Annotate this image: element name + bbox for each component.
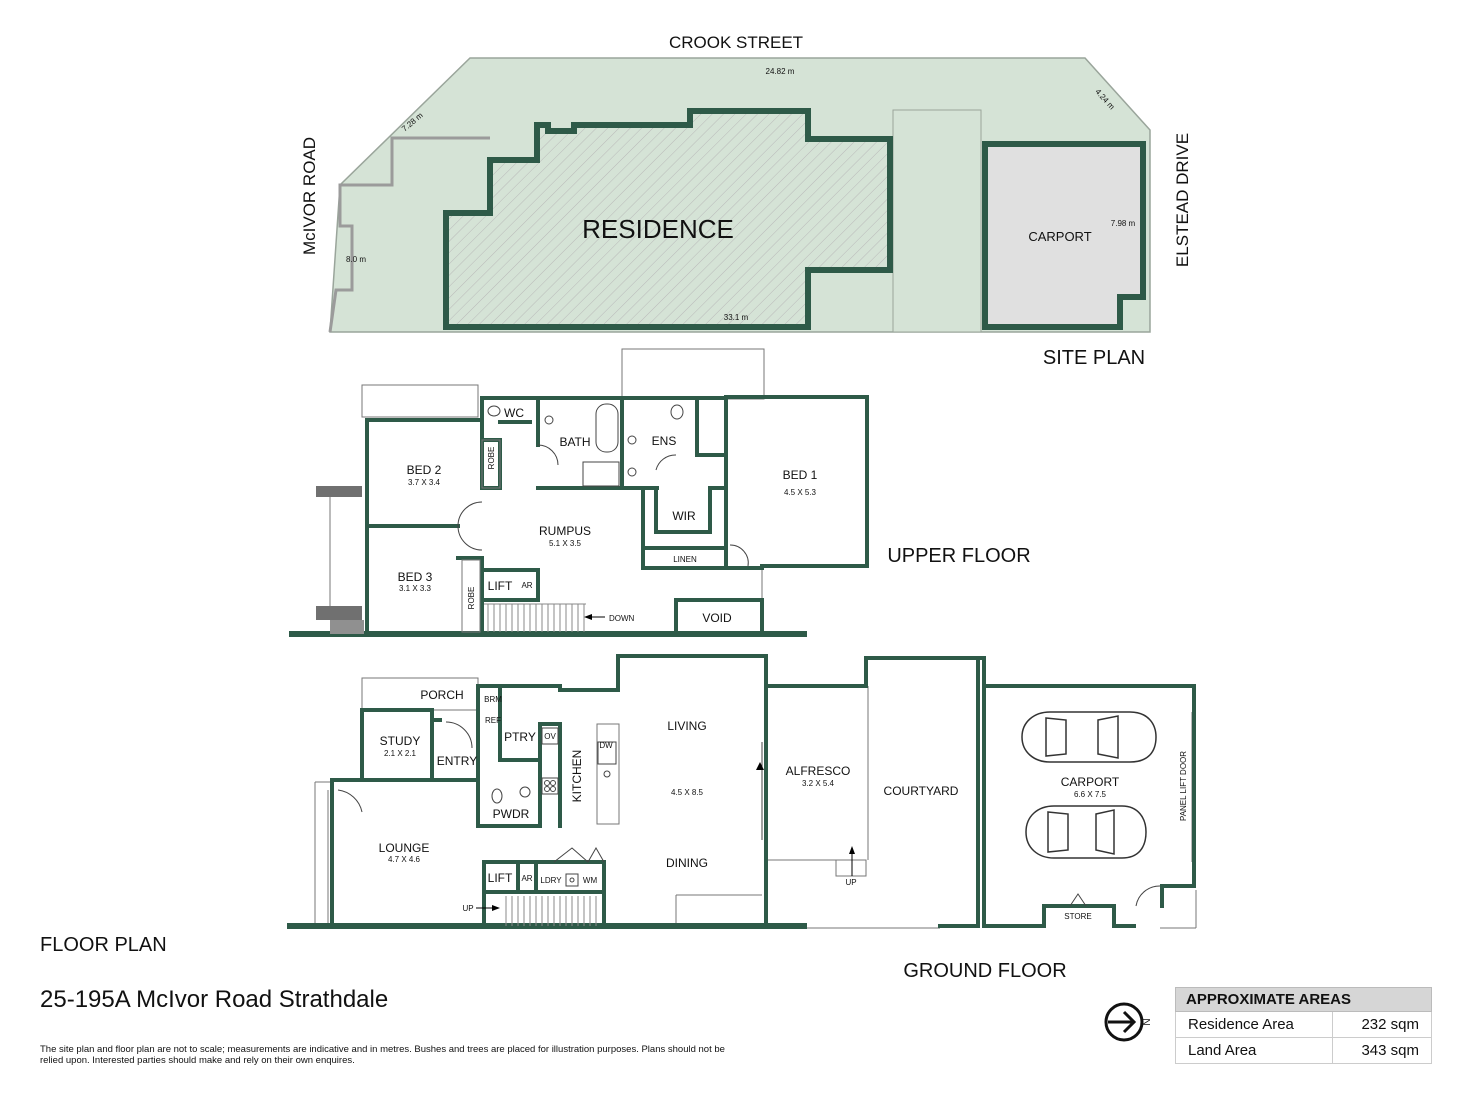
size-rumpus: 5.1 X 3.5 <box>549 539 582 548</box>
site-plan: CROOK STREET McIVOR ROAD ELSTEAD DRIVE R… <box>300 33 1192 369</box>
approximate-areas-table: APPROXIMATE AREAS Residence Area 232 sqm… <box>1175 987 1433 1064</box>
label-brm: BRM <box>484 695 502 704</box>
label-rumpus: RUMPUS <box>539 524 591 538</box>
site-carport-label: CARPORT <box>1028 229 1091 244</box>
label-wc: WC <box>504 406 524 420</box>
label-kitchen: KITCHEN <box>570 750 584 803</box>
ground-fixtures <box>337 721 1161 907</box>
street-top: CROOK STREET <box>669 33 803 52</box>
label-alfresco: ALFRESCO <box>786 764 851 778</box>
size-bed3: 3.1 X 3.3 <box>399 584 432 593</box>
site-boundary-left <box>328 136 490 333</box>
table-row: Land Area 343 sqm <box>1175 1037 1433 1064</box>
ground-floor-heading: GROUND FLOOR <box>903 960 1066 982</box>
label-ov: OV <box>544 732 556 741</box>
robe-bed2 <box>481 439 501 489</box>
residence-label: RESIDENCE <box>582 214 734 244</box>
table-row: Residence Area 232 sqm <box>1175 1011 1433 1038</box>
label-living: LIVING <box>667 719 706 733</box>
label-lift-ground: LIFT <box>488 871 513 885</box>
label-wir: WIR <box>672 509 696 523</box>
area-value: 343 sqm <box>1331 1037 1433 1064</box>
upper-fixtures <box>457 403 749 567</box>
label-lift-upper: LIFT <box>488 579 513 593</box>
label-ptry: PTRY <box>504 730 536 744</box>
label-ldry: LDRY <box>540 876 562 885</box>
label-up-alfresco: UP <box>845 878 856 887</box>
label-ens: ENS <box>652 434 677 448</box>
disclaimer-text: The site plan and floor plan are not to … <box>40 1044 725 1066</box>
car-top-icon <box>1021 711 1157 763</box>
driveway <box>892 109 982 333</box>
label-carport: CARPORT <box>1061 775 1120 789</box>
residence-footprint <box>443 108 893 330</box>
upper-floor: WC BATH ENS BED 2 3.7 X 3.4 ROBE BED 1 4… <box>289 348 1031 637</box>
car-bottom-icon <box>1025 805 1147 859</box>
dim-bottom: 33.1 m <box>724 313 749 322</box>
label-dw: DW <box>599 741 613 750</box>
area-label: Land Area <box>1175 1037 1333 1064</box>
dim-left: 8.0 m <box>346 255 366 264</box>
label-ref: REF <box>485 716 501 725</box>
label-bed2: BED 2 <box>407 463 442 477</box>
label-bath: BATH <box>559 435 590 449</box>
upper-stairs <box>484 603 605 632</box>
label-store: STORE <box>1064 912 1091 921</box>
area-value: 232 sqm <box>1331 1011 1433 1038</box>
label-down: DOWN <box>609 614 635 623</box>
label-lounge: LOUNGE <box>379 841 430 855</box>
size-bed2: 3.7 X 3.4 <box>408 478 441 487</box>
robe-bed3 <box>461 559 481 633</box>
ground-floor: PORCH BRM REF PTRY OV DW STUDY 2.1 X 2.1… <box>287 654 1197 982</box>
ground-stairs <box>476 762 855 926</box>
label-bed3: BED 3 <box>398 570 433 584</box>
upper-balcony-outline <box>361 384 479 418</box>
size-study: 2.1 X 2.1 <box>384 749 417 758</box>
street-left: McIVOR ROAD <box>300 137 319 255</box>
upper-floor-heading: UPPER FLOOR <box>887 545 1030 567</box>
label-pwdr: PWDR <box>493 807 530 821</box>
size-living: 4.5 X 8.5 <box>671 788 704 797</box>
north-compass-icon: N <box>1104 1002 1153 1042</box>
label-panel-lift-door: PANEL LIFT DOOR <box>1179 751 1188 821</box>
dim-top: 24.82 m <box>766 67 795 76</box>
label-dining: DINING <box>666 856 708 870</box>
label-robe-bed3: ROBE <box>467 587 476 610</box>
label-ar-ground: AR <box>521 874 532 883</box>
street-right: ELSTEAD DRIVE <box>1173 133 1192 267</box>
label-study: STUDY <box>380 734 421 748</box>
compass-letter: N <box>1142 1018 1153 1025</box>
floor-plan-heading: FLOOR PLAN <box>40 934 167 956</box>
window-bed2 <box>316 486 362 497</box>
label-up-stairs: UP <box>462 904 473 913</box>
label-entry: ENTRY <box>437 754 477 768</box>
site-plan-heading: SITE PLAN <box>1043 347 1145 369</box>
label-ar-upper: AR <box>521 581 532 590</box>
label-linen: LINEN <box>673 555 697 564</box>
size-lounge: 4.7 X 4.6 <box>388 855 421 864</box>
areas-title: APPROXIMATE AREAS <box>1175 987 1432 1012</box>
size-carport: 6.6 X 7.5 <box>1074 790 1107 799</box>
dim-right: 7.98 m <box>1111 219 1136 228</box>
kitchen-island <box>596 723 620 825</box>
label-wm: WM <box>583 876 598 885</box>
window-bed3 <box>316 606 362 620</box>
area-label: Residence Area <box>1175 1011 1333 1038</box>
label-void: VOID <box>702 611 732 625</box>
window-bed3-low <box>330 620 364 634</box>
size-alfresco: 3.2 X 5.4 <box>802 779 835 788</box>
size-bed1: 4.5 X 5.3 <box>784 488 817 497</box>
label-robe-bed2: ROBE <box>487 447 496 470</box>
label-courtyard: COURTYARD <box>884 784 959 798</box>
carport-footprint <box>982 141 1146 330</box>
label-porch: PORCH <box>420 688 463 702</box>
upper-roof-outline <box>621 348 765 400</box>
label-bed1: BED 1 <box>783 468 818 482</box>
property-address: 25-195A McIvor Road Strathdale <box>40 986 389 1013</box>
